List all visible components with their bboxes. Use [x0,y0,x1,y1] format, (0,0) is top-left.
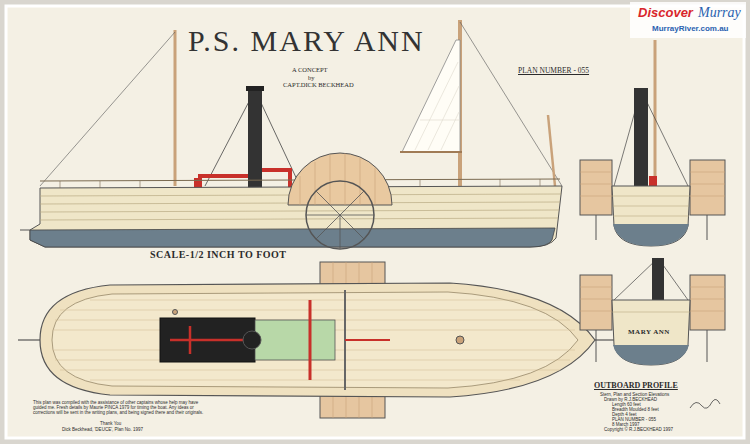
concept-note: by [308,74,315,81]
compiler-note: Thank You [100,422,121,427]
compiler-note: This plan was compiled with the assistan… [33,400,211,416]
stern-name: MARY ANN [628,329,670,337]
compiler-note: Dick Beckhead, 'DEUCE', Plan No. 1997 [62,428,143,433]
bow-view [580,40,725,246]
designer-name: CAPT.DICK BECKHEAD [283,81,354,88]
plan-view [18,262,615,418]
concept-note: A CONCEPT [292,66,328,73]
plan-number: PLAN NUMBER - 055 [518,67,589,75]
plan-title: P.S. MARY ANN [188,24,425,57]
copyright-note: Copyright © R.J.BECKHEAD 1997 [604,428,673,433]
stern-view [580,258,725,408]
watermark: MurrayRiver.com.au [652,25,728,34]
scale-note: SCALE-1/2 INCH TO FOOT [150,249,287,260]
drawing-title: OUTBOARD PROFILE [594,382,678,391]
watermark: Discover [638,6,693,20]
side-profile [20,20,562,249]
watermark: Murray [698,5,741,20]
